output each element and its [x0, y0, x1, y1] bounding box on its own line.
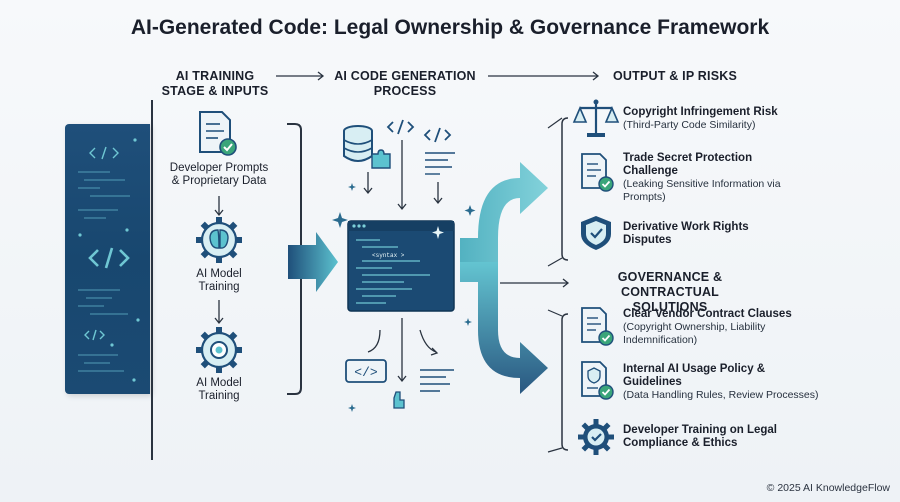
gear-check-icon — [578, 419, 614, 455]
code-panel-nodes — [78, 138, 140, 382]
document-check-icon — [199, 111, 237, 156]
flow-arrow-below-2 — [397, 318, 407, 383]
code-tag-text: </> — [354, 365, 378, 380]
prompts-label-line1: Developer Prompts — [169, 162, 269, 174]
column-heading-training-line1: AI TRAINING — [175, 69, 255, 83]
governance-usage-policy-detail: (Data Handling Rules, Review Processes) — [623, 389, 819, 401]
governance-vendor-contract-detail-line1: (Copyright Ownership, Liability — [623, 321, 766, 333]
contract-check-icon — [581, 307, 614, 346]
code-lines-deco — [425, 152, 455, 175]
hand-cursor-icon — [393, 391, 405, 409]
governance-vendor-contract-title: Clear Vendor Contract Clauses — [623, 308, 792, 320]
governance-heading: GOVERNANCE & CONTRACTUAL SOLUTIONS — [570, 270, 770, 315]
model-training-label-1: AI Model Training — [170, 268, 268, 294]
database-icon — [343, 125, 373, 162]
brain-gear-icon — [196, 217, 242, 263]
code-editor-window — [347, 220, 455, 312]
risk-trade-secret: Trade Secret Protection Challenge (Leaki… — [623, 152, 883, 204]
governance-heading-arrow — [500, 278, 570, 288]
model-training-label-2-line2: Training — [198, 390, 240, 402]
branch-arrow-down — [460, 262, 548, 394]
column-heading-risks: OUTPUT & IP RISKS — [612, 69, 738, 83]
risk-copyright: Copyright Infringement Risk (Third-Party… — [623, 106, 883, 132]
governance-developer-training-title-line2: Compliance & Ethics — [623, 437, 738, 449]
column-heading-generation-line1: AI CODE GENERATION — [334, 69, 476, 83]
governance-bracket-tick — [547, 309, 563, 453]
code-panel-decoration — [84, 146, 130, 341]
governance-developer-training-title-line1: Developer Training on Legal — [623, 424, 778, 436]
governance-heading-line1: GOVERNANCE & CONTRACTUAL — [617, 270, 723, 299]
column-heading-training-line2: STAGE & INPUTS — [161, 84, 269, 98]
governance-developer-training: Developer Training on Legal Compliance &… — [623, 424, 883, 450]
governance-usage-policy-title-line1: Internal AI Usage Policy & — [623, 363, 766, 375]
shield-check-icon — [581, 216, 611, 250]
governance-vendor-contract: Clear Vendor Contract Clauses (Copyright… — [623, 308, 883, 347]
flow-arrow-lines — [433, 182, 443, 205]
header-arrow-1 — [276, 71, 325, 81]
model-training-label-1-line2: Training — [198, 281, 240, 293]
branch-arrow-up — [460, 162, 548, 262]
flow-arrow-below-1 — [367, 329, 381, 353]
page-title: AI-Generated Code: Legal Ownership & Gov… — [130, 16, 770, 39]
column-heading-generation: AI CODE GENERATION PROCESS — [330, 69, 480, 99]
governance-heading-line2: SOLUTIONS — [632, 300, 708, 314]
model-training-label-2: AI Model Training — [170, 377, 268, 403]
column-heading-generation-line2: PROCESS — [373, 84, 437, 98]
header-arrow-2 — [488, 71, 600, 81]
governance-usage-policy: Internal AI Usage Policy & Guidelines (D… — [623, 363, 893, 402]
risks-bracket-tick — [547, 117, 563, 267]
risk-derivative-title-line2: Disputes — [623, 234, 672, 246]
risk-trade-secret-detail-line2: Prompts) — [623, 191, 666, 203]
flow-arrow-tag — [397, 140, 407, 211]
sparkle-icons — [332, 183, 476, 412]
risk-trade-secret-detail-line1: (Leaking Sensitive Information via — [623, 178, 781, 190]
column-divider-left — [151, 100, 153, 460]
code-panel-lines — [78, 171, 130, 372]
risk-derivative-title-line1: Derivative Work Rights — [623, 221, 749, 233]
model-training-label-2-line1: AI Model — [196, 377, 242, 389]
flow-arrow-col1-b — [214, 300, 224, 325]
governance-usage-policy-title-line2: Guidelines — [623, 376, 682, 388]
risk-trade-secret-title-line2: Challenge — [623, 165, 678, 177]
risk-trade-secret-title-line1: Trade Secret Protection — [623, 152, 753, 164]
prompts-label: Developer Prompts & Proprietary Data — [158, 162, 280, 188]
flow-arrow-below-3 — [419, 329, 439, 356]
flow-arrow-to-generation — [288, 232, 338, 292]
model-training-label-1-line1: AI Model — [196, 268, 242, 280]
prompts-label-line2: & Proprietary Data — [171, 175, 267, 187]
risks-bracket — [561, 117, 569, 261]
copyright-footer: © 2025 AI KnowledgeFlow — [766, 482, 890, 494]
code-tag-icon — [386, 119, 452, 143]
flow-arrow-db — [363, 172, 373, 195]
policy-check-icon — [581, 361, 614, 400]
flow-arrow-col1-a — [214, 196, 224, 217]
document-check-icon — [581, 153, 614, 192]
scales-icon — [572, 99, 620, 137]
column-heading-training: AI TRAINING STAGE & INPUTS — [160, 69, 270, 99]
code-tag-box — [345, 359, 387, 383]
gear-icon — [196, 327, 242, 373]
puzzle-icon — [371, 149, 391, 169]
risk-copyright-title: Copyright Infringement Risk — [623, 106, 778, 118]
risk-copyright-detail: (Third-Party Code Similarity) — [623, 119, 756, 131]
code-lines-bottom — [420, 369, 454, 392]
editor-syntax-token: <syntax > — [372, 252, 405, 259]
governance-vendor-contract-detail-line2: Indemnification) — [623, 334, 698, 346]
risk-derivative: Derivative Work Rights Disputes — [623, 221, 883, 247]
governance-bracket — [561, 313, 569, 451]
